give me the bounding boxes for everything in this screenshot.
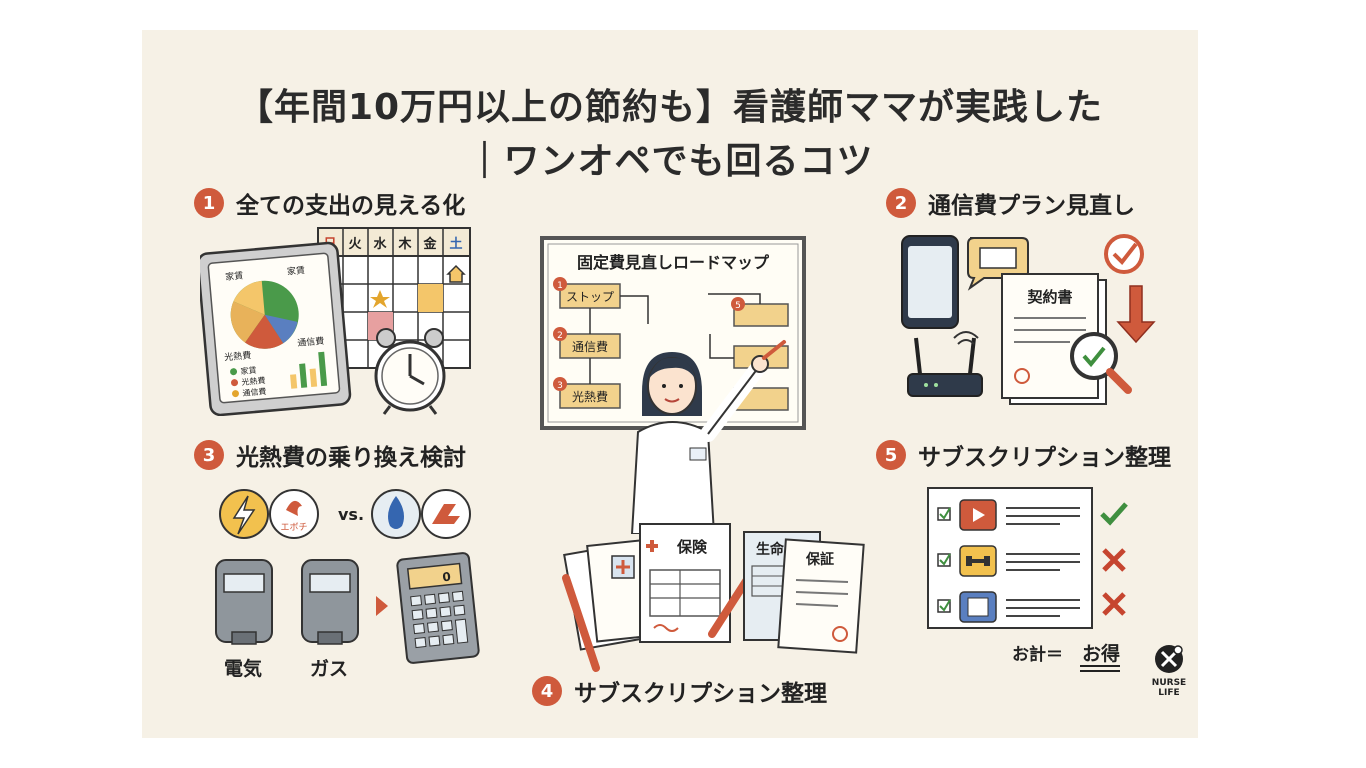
telecom-plan-illustration: 契約書: [901, 234, 1156, 405]
contract-label: 契約書: [1026, 288, 1072, 306]
calendar-day-5: 土: [449, 236, 462, 252]
tablet: 家賃 家賃 光熱費 通信費 家賃 光熱費 通信費: [200, 241, 352, 416]
roadmap-marker: 5: [735, 301, 741, 311]
insurance-label: 保険: [676, 538, 708, 556]
checkbox-check-icon: [1104, 234, 1144, 274]
subscription-panel: [927, 487, 1093, 629]
calculator-display: 0: [442, 570, 452, 585]
step-5-label: サブスクリプション整理: [918, 445, 1171, 471]
gas-meter-icon: [301, 559, 359, 645]
cancel-cross-icon-2: [1102, 592, 1126, 616]
subscription-row-gym: [937, 545, 1080, 577]
star-icon: [370, 290, 390, 308]
meter-label-electricity: 電気: [224, 658, 263, 680]
lightning-icon: [219, 489, 269, 539]
roadmap-item-2-number: 2: [557, 331, 563, 341]
step-5-heading: 5 サブスクリプション整理: [876, 438, 1171, 472]
step-4-label: サブスクリプション整理: [574, 681, 827, 707]
step-3-number: 3: [194, 440, 224, 470]
brand-name: NURSE LIFE: [1151, 678, 1187, 698]
roadmap-illustration: 固定費見直しロードマップ ストップ 1 通信費 2 光熱費 3 5: [540, 236, 806, 534]
roadmap-item-1: ストップ: [566, 290, 614, 304]
insurance-documents-illustration: 保険 生命 保証: [562, 523, 865, 672]
guarantee-document: 保証: [777, 538, 865, 654]
calculator-icon: 0: [396, 552, 480, 664]
gas-flame-icon: [371, 489, 421, 539]
step-2-label: 通信費プラン見直し: [928, 193, 1135, 219]
infographic: 【年間10万円以上の節約も】看護師ママが実践した ｜ワンオペでも回るコツ 1 全…: [142, 30, 1198, 738]
versus-label: vs.: [338, 505, 364, 524]
keep-check-icon: [1100, 502, 1128, 526]
calendar-day-3: 木: [397, 236, 412, 252]
roadmap-item-2: 通信費: [572, 339, 608, 354]
roadmap-item-3-number: 3: [557, 381, 563, 391]
roadmap-item-3: 光熱費: [572, 389, 608, 404]
subscription-row-news: [937, 591, 1080, 623]
tablet-slice-label-4: 通信費: [297, 335, 325, 349]
logo-text: エボチ: [280, 522, 307, 533]
subscription-list-illustration: お計＝ お得: [927, 487, 1128, 672]
gas-company-logo: [421, 489, 471, 539]
brand-logo-icon: [1155, 645, 1183, 673]
step-2-number: 2: [886, 188, 916, 218]
step-5-number: 5: [876, 440, 906, 470]
cancel-cross-icon: [1102, 548, 1126, 572]
calendar-day-4: 金: [422, 236, 437, 252]
utility-switch-illustration: エボチ vs. 0: [215, 489, 480, 664]
calendar-day-1: 火: [348, 237, 362, 252]
energy-company-logo: エボチ: [269, 489, 319, 539]
guarantee-label: 保証: [805, 551, 834, 568]
step-3-label: 光熱費の乗り換え検討: [236, 445, 466, 471]
step-2-heading: 2 通信費プラン見直し: [886, 186, 1135, 220]
tablet-slice-label-2: 家賃: [287, 264, 306, 278]
alarm-clock-icon: [374, 328, 446, 415]
down-arrow-icon: [1116, 285, 1156, 344]
smartphone-icon: [901, 235, 959, 329]
house-icon: [446, 264, 466, 283]
magnifier-icon: [1070, 332, 1132, 394]
expense-visualization-illustration: 日 火 水 木 金 土 家賃 家賃 光熱費 通信費: [200, 227, 471, 416]
roadmap-title: 固定費見直しロードマップ: [577, 253, 770, 272]
legend-item-1: 家賃: [240, 365, 257, 376]
step-1-heading: 1 全ての支出の見える化: [194, 186, 465, 220]
step-4-number: 4: [532, 676, 562, 706]
title-line-1: 【年間10万円以上の節約も】看護師ママが実践した: [236, 87, 1104, 128]
meter-label-gas: ガス: [310, 658, 349, 680]
legend-item-3: 通信費: [242, 386, 267, 398]
subscription-row-video: [937, 499, 1080, 531]
router-icon: [907, 331, 983, 397]
tablet-slice-label-3: 光熱費: [224, 349, 252, 363]
total-label: お計＝: [1012, 644, 1063, 665]
title-line-2: ｜ワンオペでも回るコツ: [466, 141, 874, 182]
electric-meter-icon: [215, 559, 273, 645]
pen-icon: [562, 574, 752, 672]
roadmap-item-1-number: 1: [557, 281, 563, 291]
calendar-day-2: 水: [373, 236, 387, 252]
tablet-slice-label-1: 家賃: [225, 270, 244, 284]
step-1-label: 全ての支出の見える化: [236, 193, 466, 219]
arrow-right-icon: [376, 596, 388, 616]
life-label: 生命: [756, 541, 785, 558]
nurse-figure: [630, 340, 786, 534]
legend-item-2: 光熱費: [241, 375, 266, 387]
step-3-heading: 3 光熱費の乗り換え検討: [194, 438, 466, 472]
step-4-heading: 4 サブスクリプション整理: [532, 674, 827, 708]
total-value: お得: [1082, 642, 1120, 665]
step-1-number: 1: [194, 188, 224, 218]
